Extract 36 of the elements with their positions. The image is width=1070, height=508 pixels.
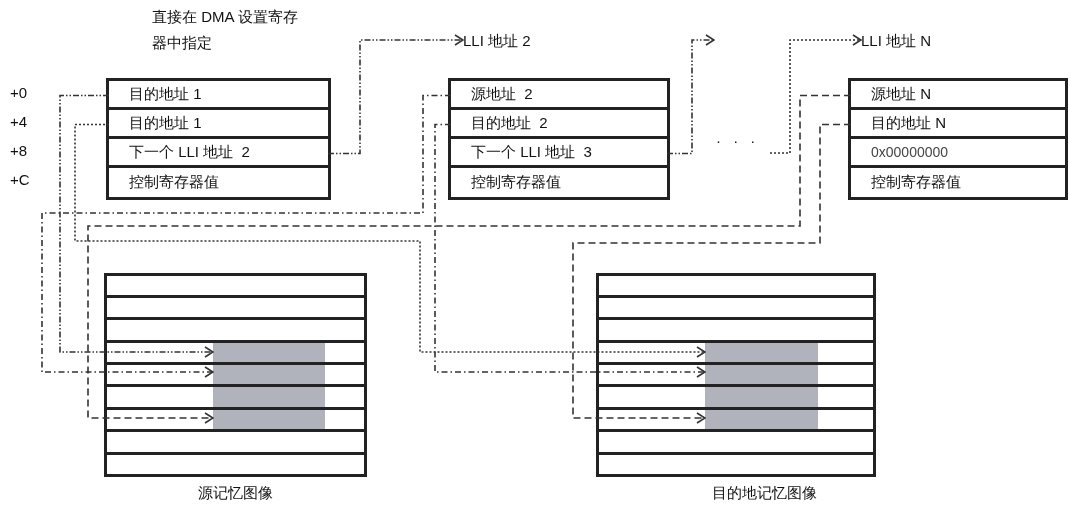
register-row: 目的地址 N <box>851 110 1065 139</box>
descriptor-box <box>848 78 1068 200</box>
register-row: 控制寄存器值 <box>109 168 328 197</box>
connector-arrow <box>74 123 706 358</box>
register-row: 控制寄存器值 <box>451 168 667 197</box>
connector-arrow <box>59 94 214 358</box>
offset-label: +8 <box>10 141 28 161</box>
descriptor-box <box>106 78 331 200</box>
ellipsis: · · · <box>716 131 760 151</box>
memory-map <box>596 273 876 477</box>
connector-arrow <box>666 34 715 155</box>
address-label: LLI 地址 2 <box>463 30 563 52</box>
offset-label: +4 <box>10 112 28 132</box>
register-row: 目的地址 1 <box>109 110 328 139</box>
register-row: 下一个 LLI 地址 3 <box>451 139 667 168</box>
note-text: 直接在 DMA 设置寄存器中指定 <box>152 7 299 53</box>
register-row: 目的地址 1 <box>109 81 328 110</box>
descriptor-box <box>448 78 670 200</box>
connector-arrow <box>87 94 852 424</box>
connector-arrow <box>41 94 452 378</box>
register-row: 0x00000000 <box>851 139 1065 168</box>
memory-map <box>104 273 367 477</box>
register-row: 源地址 N <box>851 81 1065 110</box>
register-row: 源地址 2 <box>451 81 667 110</box>
connector-arrow <box>434 123 706 378</box>
connector-arrow <box>769 34 862 154</box>
register-row: 控制寄存器值 <box>851 168 1065 197</box>
memory-caption: 源记忆图像 <box>197 483 274 503</box>
offset-label: +C <box>10 170 30 190</box>
memory-caption: 目的地记忆图像 <box>710 483 818 503</box>
register-row: 目的地址 2 <box>451 110 667 139</box>
address-label: LLI 地址 N <box>861 30 961 52</box>
register-row: 下一个 LLI 地址 2 <box>109 139 328 168</box>
connector-arrow <box>572 123 852 424</box>
connector-arrow <box>327 34 464 155</box>
offset-label: +0 <box>10 83 28 103</box>
